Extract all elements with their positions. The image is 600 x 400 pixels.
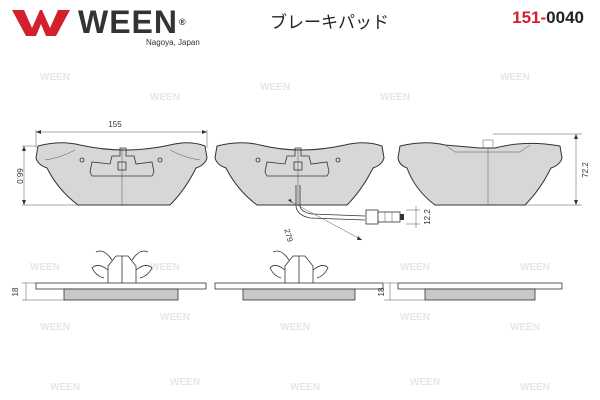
watermark: WEEN (150, 92, 180, 103)
part-number: 151-0040 (512, 8, 584, 28)
dimension-height-right: 72.2 (493, 133, 590, 206)
watermark: WEEN (400, 262, 430, 273)
watermark: WEEN (380, 92, 410, 103)
watermark: WEEN (170, 377, 200, 388)
watermark: WEEN (30, 262, 60, 273)
brand-name: WEEN® (78, 4, 187, 40)
watermark: WEEN (150, 262, 180, 273)
watermark: WEEN (520, 382, 550, 393)
watermark: WEEN (160, 312, 190, 323)
watermark: WEEN (520, 262, 550, 273)
part-number-prefix: 151- (512, 8, 547, 27)
dimension-thickness-right-label: 18 (377, 287, 386, 296)
dimension-height-left: 66.0 (15, 145, 78, 206)
product-title: ブレーキパッド (270, 13, 389, 33)
dimension-thickness-left: 18 (11, 282, 64, 301)
dimension-sensor-length: 279 (282, 199, 363, 244)
dimension-thickness-left-label: 18 (11, 287, 20, 296)
pad-right-side (397, 282, 563, 301)
pad-left-side (35, 250, 207, 301)
brand-location: Nagoya, Japan (146, 38, 200, 47)
pad-right-back (397, 139, 563, 206)
dimension-sensor-length-label: 279 (282, 228, 294, 244)
dimension-thickness-right: 18 (377, 282, 425, 301)
pad-middle-side (214, 250, 384, 301)
ween-logo-mark-icon (12, 10, 70, 36)
watermark: WEEN (500, 72, 530, 83)
dimension-sensor-width-label: 12.2 (423, 209, 432, 225)
brand-logo: WEEN® (12, 6, 187, 38)
dimension-width: 155 (35, 120, 208, 148)
wear-sensor (295, 185, 404, 225)
dimension-height-right-label: 72.2 (581, 162, 590, 178)
watermark: WEEN (50, 382, 80, 393)
dimension-height-left-label: 66.0 (15, 168, 24, 184)
watermark: WEEN (260, 82, 290, 93)
watermark: WEEN (400, 312, 430, 323)
watermark: WEEN (280, 322, 310, 333)
part-number-suffix: 0040 (546, 8, 584, 27)
watermark: WEEN (40, 72, 70, 83)
pad-left-front (35, 142, 208, 206)
watermark: WEEN (40, 322, 70, 333)
dimension-sensor-width: 12.2 (406, 206, 432, 228)
watermark: WEEN (290, 382, 320, 393)
watermark: WEEN (510, 322, 540, 333)
pad-middle-front (214, 142, 385, 206)
dimension-width-label: 155 (108, 120, 122, 129)
watermark: WEEN (410, 377, 440, 388)
